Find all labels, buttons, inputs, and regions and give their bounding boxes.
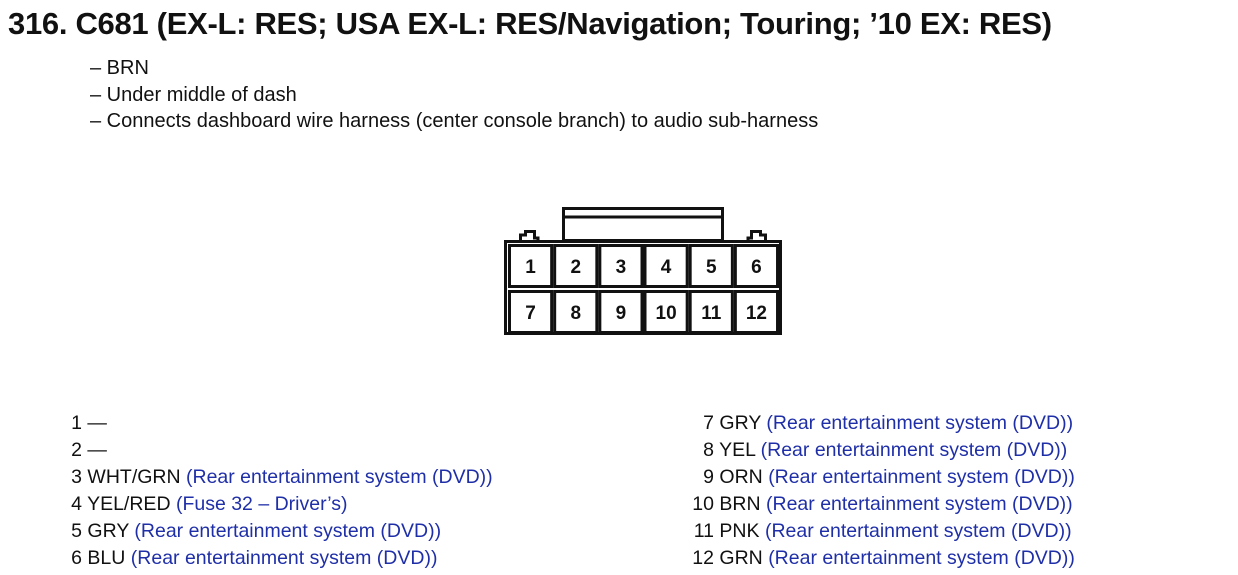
pin-cell (598, 244, 644, 288)
pin-cell (733, 244, 780, 288)
pin-cell (553, 290, 599, 334)
pin-number-label: 7 (525, 303, 536, 324)
pin-row: 11 PNK (Rear entertainment system (DVD)) (693, 520, 1072, 542)
pin-number-label: 12 (746, 303, 767, 324)
connector-latch (562, 207, 724, 242)
pin-row: 4 YEL/RED (Fuse 32 – Driver’s) (71, 493, 348, 515)
pin-row: 7 GRY (Rear entertainment system (DVD)) (703, 412, 1074, 434)
pin-number-label: 11 (701, 303, 722, 324)
note-location: – Under middle of dash (90, 83, 297, 106)
pin-description-link[interactable]: (Rear entertainment system (DVD)) (768, 466, 1075, 488)
pin-description-link[interactable]: (Rear entertainment system (DVD)) (186, 466, 493, 488)
pin-cell (508, 244, 554, 288)
note-connects: – Connects dashboard wire harness (cente… (90, 110, 819, 132)
pin-row: 9 ORN (Rear entertainment system (DVD)) (703, 466, 1075, 488)
pin-cell (643, 290, 689, 334)
pin-number-label: 8 (570, 303, 581, 324)
pin-row: 12 GRN (Rear entertainment system (DVD)) (692, 547, 1075, 569)
pin-number-label: 9 (616, 303, 627, 324)
pin-number-label: 6 (751, 257, 762, 278)
pin-number-label: 5 (706, 257, 717, 278)
pin-number-label: 1 (525, 257, 536, 278)
pin-row: 2 — (71, 439, 107, 461)
pin-cell (508, 290, 554, 334)
pin-cell (553, 244, 599, 288)
connector-notes: – BRN – Under middle of dash – Connects … (90, 55, 818, 135)
pin-description-link[interactable]: (Rear entertainment system (DVD)) (760, 439, 1068, 461)
pin-description-link[interactable]: (Rear entertainment system (DVD)) (766, 412, 1074, 434)
pin-number-label: 2 (570, 257, 581, 278)
connector-left-tab (519, 230, 540, 241)
pin-row: 6 BLU (Rear entertainment system (DVD)) (71, 547, 438, 569)
pin-cell (733, 290, 780, 334)
pin-row: 3 WHT/GRN (Rear entertainment system (DV… (71, 466, 493, 488)
pin-description-link[interactable]: (Rear entertainment system (DVD)) (130, 547, 438, 569)
pin-description-link[interactable]: (Fuse 32 – Driver’s) (175, 493, 348, 515)
pin-cell (688, 244, 734, 288)
page-title: 316. C681 (EX-L: RES; USA EX-L: RES/Navi… (8, 6, 1052, 41)
pin-list-left: 1 — 2 — 3 WHT/GRN (Rear entertainment sy… (68, 410, 493, 572)
pin-row: 1 — (71, 412, 107, 434)
pin-list-right: 7 GRY (Rear entertainment system (DVD)) … (690, 410, 1075, 572)
pin-row: 8 YEL (Rear entertainment system (DVD)) (703, 439, 1068, 461)
pin-row: 5 GRY (Rear entertainment system (DVD)) (71, 520, 442, 542)
pin-row: 10 BRN (Rear entertainment system (DVD)) (692, 493, 1073, 515)
connector-right-tab (746, 230, 767, 241)
pin-cell (688, 290, 734, 334)
pin-number-label: 4 (661, 257, 672, 278)
pin-description-link[interactable]: (Rear entertainment system (DVD)) (768, 547, 1075, 569)
pin-description-link[interactable]: (Rear entertainment system (DVD)) (134, 520, 442, 542)
pin-cell (643, 244, 689, 288)
pin-number-label: 10 (656, 303, 677, 324)
pin-description-link[interactable]: (Rear entertainment system (DVD)) (766, 493, 1073, 515)
pin-number-label: 3 (616, 257, 627, 278)
pin-cell (598, 290, 644, 334)
note-color: – BRN (90, 57, 149, 79)
pin-description-link[interactable]: (Rear entertainment system (DVD)) (764, 520, 1072, 542)
